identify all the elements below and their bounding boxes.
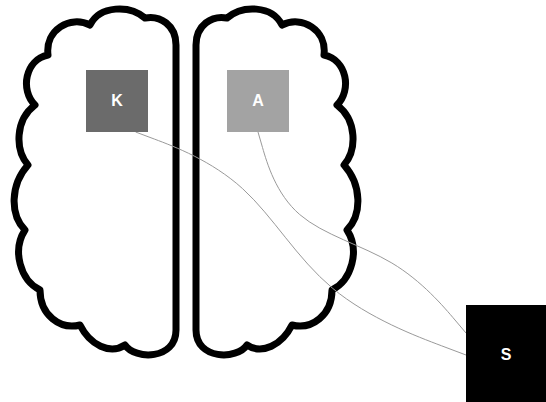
label-box: S bbox=[466, 305, 546, 402]
left-hemisphere bbox=[14, 9, 176, 355]
label-box: A bbox=[227, 70, 289, 132]
box-letter: S bbox=[501, 347, 512, 363]
box-letter: K bbox=[111, 93, 123, 109]
connector-line bbox=[258, 132, 466, 333]
label-box: K bbox=[86, 70, 148, 132]
box-letter: A bbox=[252, 93, 264, 109]
right-hemisphere bbox=[196, 9, 358, 355]
connector-line bbox=[136, 132, 466, 355]
